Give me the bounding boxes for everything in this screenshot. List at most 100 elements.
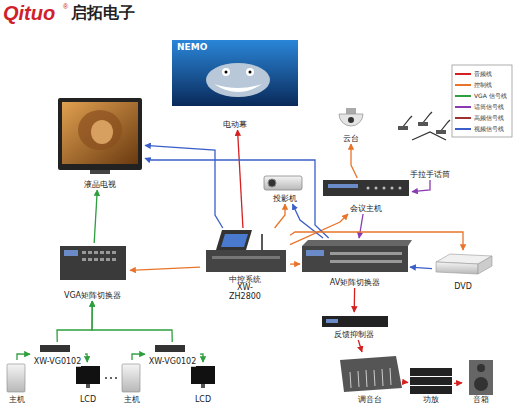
monitor-stand bbox=[201, 384, 205, 388]
speaker-cone bbox=[477, 364, 485, 372]
ellipsis-dot bbox=[110, 377, 112, 379]
device-label: 液晶电视 bbox=[84, 181, 116, 190]
signal-cable bbox=[92, 301, 172, 342]
device-node: DVD bbox=[432, 250, 494, 292]
button bbox=[106, 251, 110, 254]
signal-cable bbox=[454, 382, 462, 384]
signal-cable bbox=[238, 130, 243, 228]
logo-text: Qituo bbox=[3, 3, 55, 23]
camera-lens bbox=[348, 117, 354, 123]
device-label: 会议主机 bbox=[350, 205, 382, 214]
device-node: 音箱 bbox=[462, 358, 500, 405]
button bbox=[94, 251, 98, 254]
av-matrix-top bbox=[302, 240, 412, 246]
shark-eye bbox=[222, 68, 230, 76]
microphone-base bbox=[398, 126, 408, 130]
tv-stand bbox=[90, 170, 110, 174]
legend-row: 话筒信号线 bbox=[455, 102, 504, 112]
device-label: 云台 bbox=[343, 135, 359, 144]
legend-frame bbox=[452, 65, 512, 137]
button bbox=[88, 258, 92, 261]
legend-row: 控制线 bbox=[455, 80, 492, 90]
signal-cable bbox=[145, 145, 223, 228]
legend-label: 音频线 bbox=[474, 70, 492, 79]
signal-cable bbox=[132, 354, 145, 360]
legend-row: 高频信号线 bbox=[455, 113, 504, 123]
device-node: 反馈抑制器 bbox=[318, 312, 390, 340]
device-label: 音箱 bbox=[473, 396, 489, 405]
device-label: 电动幕 bbox=[223, 121, 247, 130]
dome-camera bbox=[339, 114, 363, 126]
button bbox=[112, 258, 116, 261]
legend-label: 话筒信号线 bbox=[474, 103, 504, 112]
button bbox=[383, 187, 386, 190]
antenna bbox=[261, 234, 263, 250]
fader bbox=[374, 370, 375, 386]
button bbox=[94, 258, 98, 261]
feedback-suppressor bbox=[322, 316, 388, 327]
device-node: AV矩阵切换器 bbox=[300, 238, 410, 288]
shark-eye bbox=[246, 68, 254, 76]
legend-swatch bbox=[455, 95, 471, 97]
device-label: LCD bbox=[80, 396, 96, 405]
fader bbox=[366, 370, 367, 387]
legend-swatch bbox=[455, 106, 471, 108]
device-label: 中控系统 XW-ZH2800 bbox=[222, 276, 268, 302]
shark-pupil bbox=[249, 71, 252, 74]
amplifier bbox=[410, 377, 452, 385]
lion-mane bbox=[78, 110, 122, 150]
signal-cable bbox=[293, 204, 324, 238]
fader bbox=[382, 369, 383, 386]
dvd-side bbox=[478, 256, 492, 274]
vga-extender bbox=[155, 345, 185, 352]
legend-row: 音频线 bbox=[455, 69, 492, 79]
device-node: 调音台 bbox=[338, 352, 402, 405]
matrix-display bbox=[306, 250, 324, 256]
button bbox=[88, 251, 92, 254]
host-buttons bbox=[367, 187, 402, 190]
device-node: 会议主机 bbox=[320, 178, 412, 214]
device-node: 功放 bbox=[408, 365, 454, 405]
device-node: 中控系统 XW-ZH2800 bbox=[200, 228, 290, 302]
device-display bbox=[326, 319, 338, 323]
button bbox=[399, 187, 402, 190]
signal-cable bbox=[290, 263, 300, 264]
button bbox=[82, 251, 86, 254]
signal-cable bbox=[200, 354, 203, 362]
speaker bbox=[469, 360, 493, 395]
touch-panel bbox=[216, 230, 252, 250]
signal-cable bbox=[351, 144, 357, 178]
device-label: 投影机 bbox=[273, 195, 297, 204]
button bbox=[367, 187, 370, 190]
camera-mount bbox=[346, 108, 356, 114]
device-label: AV矩阵切换器 bbox=[330, 279, 380, 288]
button bbox=[100, 258, 104, 261]
projector bbox=[264, 176, 302, 190]
device-label: 调音台 bbox=[358, 396, 382, 405]
amplifier bbox=[410, 368, 452, 376]
microphone-base bbox=[436, 130, 446, 134]
matrix-buttons bbox=[82, 251, 116, 261]
legend-label: 高频信号线 bbox=[474, 114, 504, 123]
pc-tower bbox=[122, 364, 140, 392]
amplifier bbox=[410, 386, 452, 394]
lcd-monitor bbox=[191, 366, 215, 384]
control-host bbox=[206, 250, 286, 272]
lion-face bbox=[91, 120, 113, 144]
registered-mark: ® bbox=[63, 3, 68, 10]
monitor-stand bbox=[86, 384, 90, 388]
matrix-button-row bbox=[330, 252, 402, 255]
device-node: 云台 bbox=[330, 108, 372, 144]
fader bbox=[358, 371, 359, 387]
device-node: 主机 bbox=[2, 360, 32, 405]
shark-body bbox=[206, 63, 270, 97]
signal-cable bbox=[94, 190, 97, 243]
button bbox=[106, 258, 110, 261]
button bbox=[82, 258, 86, 261]
speaker-cone bbox=[474, 377, 488, 391]
pc-tower bbox=[7, 364, 25, 392]
conference-host bbox=[323, 180, 409, 196]
